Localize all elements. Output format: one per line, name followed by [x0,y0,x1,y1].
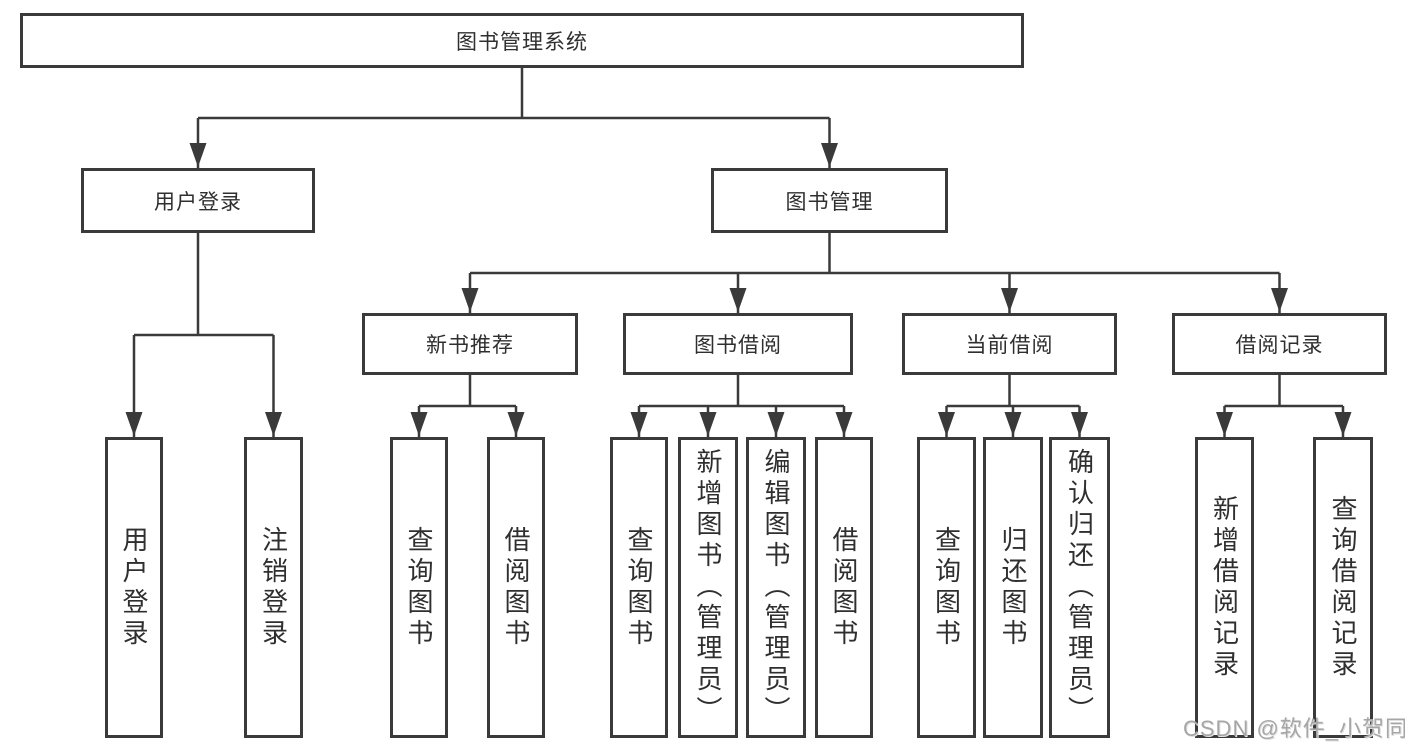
node-leaf-bb-edit: 编辑图书（管理员） [746,437,806,738]
node-label-leaf-nb-borrow: 借阅图书 [501,525,531,650]
node-label-leaf-bb-query: 查询图书 [624,525,654,650]
node-leaf-nb-borrow: 借阅图书 [487,437,545,738]
node-leaf-bb-borrow: 借阅图书 [815,437,873,738]
node-label-root: 图书管理系统 [456,30,588,54]
node-leaf-bb-query: 查询图书 [610,437,668,738]
node-label-leaf-login: 用户登录 [119,525,149,650]
node-label-leaf-br-query: 查询借阅记录 [1328,494,1358,681]
watermark: CSDN @软件_小贺同学 [1183,716,1405,741]
node-book-mgmt: 图书管理 [711,168,948,233]
node-leaf-nb-query: 查询图书 [390,437,448,738]
node-borrow-record: 借阅记录 [1172,313,1387,375]
node-label-leaf-bb-add: 新增图书（管理员） [693,448,723,727]
node-label-user-login: 用户登录 [154,190,242,214]
node-book-borrow: 图书借阅 [623,313,853,375]
node-label-book-borrow: 图书借阅 [694,334,782,357]
node-current-borrow: 当前借阅 [902,313,1117,375]
node-label-leaf-cb-query: 查询图书 [931,525,962,650]
node-leaf-cb-return: 归还图书 [983,437,1043,738]
node-label-leaf-cb-confirm: 确认归还（管理员） [1064,448,1095,727]
node-leaf-br-add: 新增借阅记录 [1195,437,1254,738]
node-label-leaf-bb-edit: 编辑图书（管理员） [761,448,791,727]
node-label-leaf-br-add: 新增借阅记录 [1209,494,1240,681]
node-leaf-cb-confirm: 确认归还（管理员） [1049,437,1110,738]
node-root: 图书管理系统 [20,13,1024,68]
node-label-current-borrow: 当前借阅 [965,334,1054,357]
node-label-leaf-logout: 注销登录 [258,525,289,650]
node-label-leaf-cb-return: 归还图书 [998,525,1028,650]
node-label-new-book: 新书推荐 [426,334,514,357]
node-label-leaf-nb-query: 查询图书 [404,525,434,650]
node-label-book-mgmt: 图书管理 [785,190,874,214]
node-leaf-logout: 注销登录 [244,437,303,738]
node-leaf-login: 用户登录 [105,437,163,738]
node-leaf-cb-query: 查询图书 [917,437,976,738]
node-label-borrow-record: 借阅记录 [1235,334,1324,357]
node-user-login: 用户登录 [81,168,315,233]
node-label-leaf-bb-borrow: 借阅图书 [829,525,859,650]
node-new-book: 新书推荐 [362,313,578,375]
node-leaf-bb-add: 新增图书（管理员） [678,437,738,738]
node-leaf-br-query: 查询借阅记录 [1313,437,1373,738]
